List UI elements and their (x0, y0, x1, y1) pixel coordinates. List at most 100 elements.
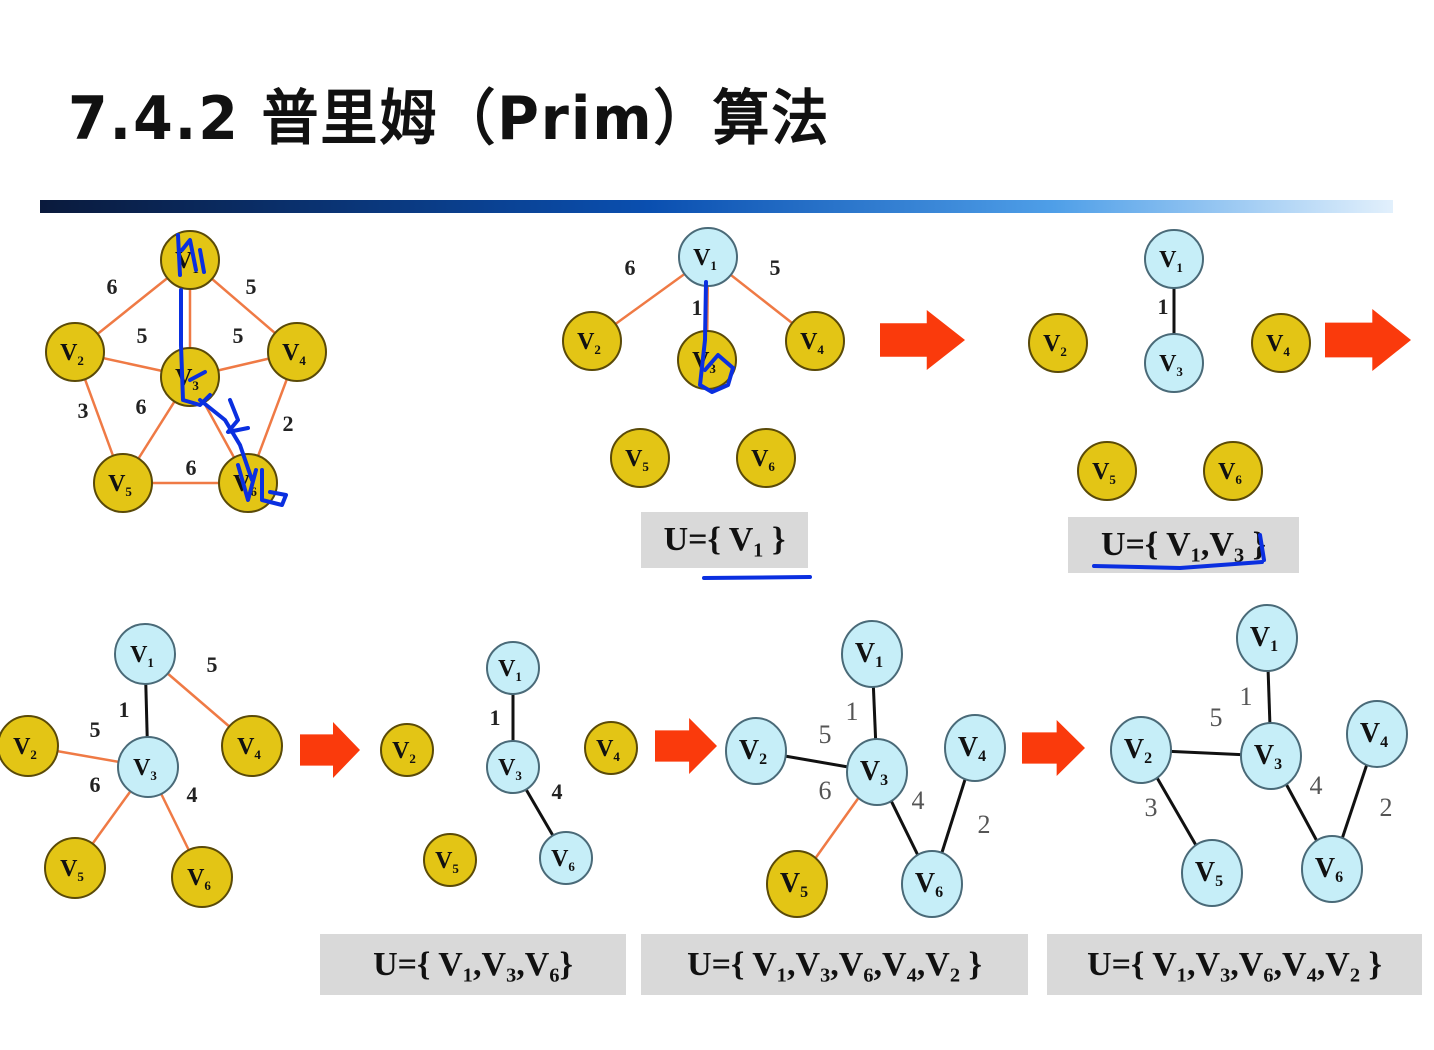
ink-stroke (702, 575, 812, 580)
node-label: V1 (693, 245, 717, 273)
ink-annotations (176, 233, 1266, 580)
arrow-right-icon (655, 718, 717, 774)
node-label: V5 (1092, 459, 1116, 487)
node-label: V6 (551, 846, 575, 874)
edge-weight-label: 3 (1145, 793, 1158, 822)
node-label: V2 (577, 329, 601, 357)
node-label: V4 (596, 736, 620, 764)
node-V6: V6 (1203, 441, 1263, 501)
edge-weight-label: 6 (819, 776, 832, 805)
node-label: V5 (108, 471, 132, 499)
node-V6: V6 (539, 831, 593, 885)
node-V4: V4 (267, 322, 327, 382)
edge-weight-label: 1 (490, 705, 501, 730)
node-label: V5 (435, 848, 459, 876)
edge-weight-label: 2 (1380, 793, 1393, 822)
edge-weight-label: 6 (186, 455, 197, 480)
node-V4: V4 (1251, 313, 1311, 373)
edge-weight-label: 6 (625, 255, 636, 280)
node-V6: V6 (1301, 835, 1363, 903)
node-V2: V2 (1028, 313, 1088, 373)
set-label-step-5: U={ V₁,V₃,V₆,V₄,V₂ } (641, 934, 1028, 995)
node-label: V1 (855, 638, 883, 671)
edge-weight-label: 5 (819, 720, 832, 749)
edge-weight-label: 6 (107, 274, 118, 299)
node-V4: V4 (221, 715, 283, 777)
node-label: V6 (751, 446, 775, 474)
node-V5: V5 (766, 850, 828, 918)
node-label: V4 (1266, 331, 1290, 359)
edge-weight-label: 1 (1240, 682, 1253, 711)
edge-weight-label: 4 (1310, 771, 1323, 800)
node-label: V4 (1360, 718, 1388, 751)
node-V1: V1 (114, 623, 176, 685)
edge-weight-label: 4 (187, 782, 198, 807)
node-V6: V6 (171, 846, 233, 908)
edge-weight-label: 2 (283, 411, 294, 436)
set-label-step-6: U={ V₁,V₃,V₆,V₄,V₂ } (1047, 934, 1422, 995)
node-label: V5 (1195, 857, 1223, 890)
node-V3: V3 (117, 736, 179, 798)
node-label: V2 (1043, 331, 1067, 359)
edge-weight-label: 1 (692, 295, 703, 320)
node-V4: V4 (584, 721, 638, 775)
node-label: V3 (498, 755, 522, 783)
node-label: V2 (739, 735, 767, 768)
edge-weight-label: 6 (90, 772, 101, 797)
node-label: V3 (133, 755, 157, 783)
edge-weight-label: 1 (846, 697, 859, 726)
node-V5: V5 (423, 833, 477, 887)
node-V2: V2 (1110, 716, 1172, 784)
edge-weight-label: 2 (978, 810, 991, 839)
node-label: V5 (780, 868, 808, 901)
node-label: V6 (187, 865, 211, 893)
node-label: V1 (498, 656, 522, 684)
node-label: V6 (915, 868, 943, 901)
node-V4: V4 (1346, 700, 1408, 768)
node-label: V5 (60, 856, 84, 884)
edge-weight-label: 5 (207, 652, 218, 677)
node-V1: V1 (1236, 604, 1298, 672)
edge-weight-label: 4 (552, 779, 563, 804)
title-divider (40, 200, 1393, 213)
node-V6: V6 (736, 428, 796, 488)
node-label: V4 (800, 329, 824, 357)
node-label: V2 (392, 738, 416, 766)
node-V4: V4 (785, 311, 845, 371)
node-V2: V2 (0, 715, 59, 777)
node-label: V3 (1159, 351, 1183, 379)
node-label: V1 (1250, 622, 1278, 655)
node-V2: V2 (45, 322, 105, 382)
node-V5: V5 (93, 453, 153, 513)
node-label: V4 (237, 734, 261, 762)
node-V1: V1 (678, 227, 738, 287)
node-V6: V6 (901, 850, 963, 918)
node-V3: V3 (846, 738, 908, 806)
node-V1: V1 (1144, 229, 1204, 289)
node-V4: V4 (944, 714, 1006, 782)
edge-weight-label: 5 (770, 255, 781, 280)
ink-stroke (176, 233, 206, 277)
arrow-right-icon (1325, 309, 1411, 371)
edge-weight-label: 1 (119, 697, 130, 722)
edge-weight-label: 5 (137, 323, 148, 348)
edge-weight-label: 3 (78, 398, 89, 423)
edge-weight-label: 5 (246, 274, 257, 299)
node-label: V1 (1159, 247, 1183, 275)
node-label: V3 (1254, 740, 1282, 773)
edge-weight-label: 5 (1210, 703, 1223, 732)
arrow-right-icon (300, 722, 360, 778)
node-V1: V1 (486, 641, 540, 695)
node-V1: V1 (841, 620, 903, 688)
node-V3: V3 (486, 740, 540, 794)
node-label: V2 (13, 734, 37, 762)
node-label: V4 (958, 732, 986, 765)
edge-weight-label: 4 (912, 786, 925, 815)
edge-weight-label: 5 (90, 717, 101, 742)
ink-stroke (198, 398, 254, 482)
